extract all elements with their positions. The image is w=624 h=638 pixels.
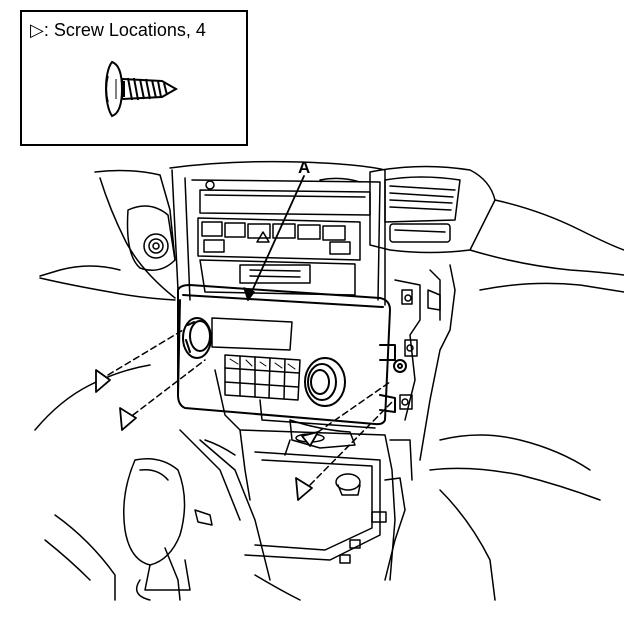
screw-markers <box>95 369 319 501</box>
callout-a-label: A <box>298 158 311 177</box>
lower-console <box>214 369 396 581</box>
right-vent <box>369 165 496 254</box>
dash-left-contour <box>94 169 176 299</box>
center-stack-frame <box>169 160 386 306</box>
screw-leader-lines <box>107 329 395 486</box>
legend-symbol: ▷ <box>30 20 44 40</box>
triangle-marker-icon <box>295 477 313 501</box>
legend-caption: : Screw Locations, 4 <box>43 20 206 40</box>
triangle-marker-icon <box>119 407 137 431</box>
callout-a-leader <box>247 175 305 301</box>
legend-box: ▷: Screw Locations, 4 <box>20 10 248 146</box>
triangle-marker-icon <box>95 369 111 393</box>
climate-control-panel <box>177 284 407 426</box>
legend-label: ▷: Screw Locations, 4 <box>30 20 206 41</box>
shift-lever <box>123 458 213 601</box>
screw-icon <box>105 60 179 118</box>
upper-button-row <box>197 217 361 261</box>
triangle-marker-icon <box>301 431 319 447</box>
left-speaker <box>126 205 176 271</box>
